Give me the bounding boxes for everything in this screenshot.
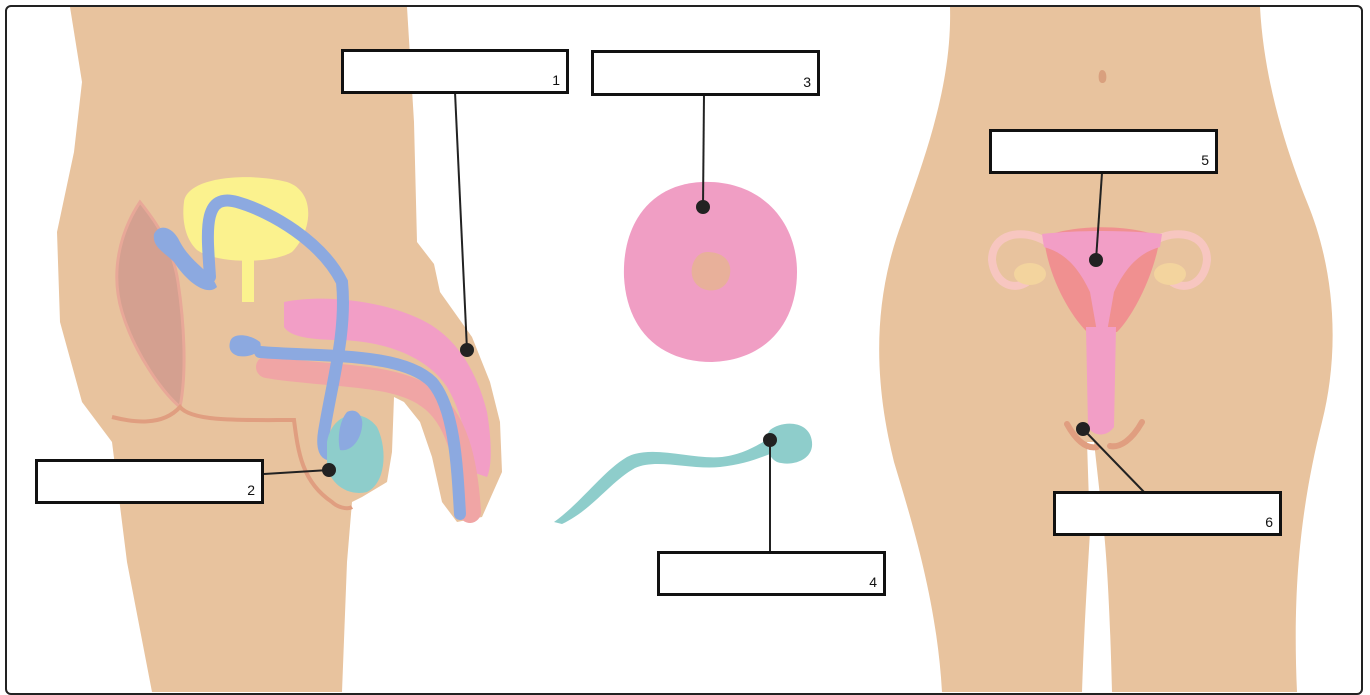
diagram-frame: 1 2 3 4 5 6	[5, 5, 1363, 695]
leader-dot-2	[323, 464, 335, 476]
leader-line-3	[703, 94, 704, 207]
label-number: 4	[869, 574, 877, 590]
bladder-neck	[242, 257, 254, 302]
ovary-left	[1014, 263, 1046, 285]
label-number: 5	[1201, 152, 1209, 168]
label-number: 2	[247, 482, 255, 498]
ovary-right	[1154, 263, 1186, 285]
label-box-2[interactable]: 2	[35, 459, 264, 504]
label-box-1[interactable]: 1	[341, 49, 569, 94]
label-number: 6	[1265, 514, 1273, 530]
label-number: 1	[552, 72, 560, 88]
male-figure	[57, 7, 502, 692]
label-box-3[interactable]: 3	[591, 50, 820, 96]
egg-nucleus	[692, 252, 731, 290]
label-number: 3	[803, 74, 811, 90]
vagina	[1086, 327, 1116, 435]
leader-line-1	[455, 92, 467, 350]
leader-dot-6	[1077, 423, 1089, 435]
bladder	[183, 177, 308, 261]
leader-dot-3	[697, 201, 709, 213]
egg-cell	[624, 182, 797, 362]
leader-dot-4	[764, 434, 776, 446]
label-box-6[interactable]: 6	[1053, 491, 1282, 536]
leader-dot-1	[461, 344, 473, 356]
sperm-tail	[554, 434, 780, 524]
label-box-5[interactable]: 5	[989, 129, 1218, 174]
female-figure	[879, 7, 1332, 692]
label-box-4[interactable]: 4	[657, 551, 886, 596]
leader-dot-5	[1090, 254, 1102, 266]
